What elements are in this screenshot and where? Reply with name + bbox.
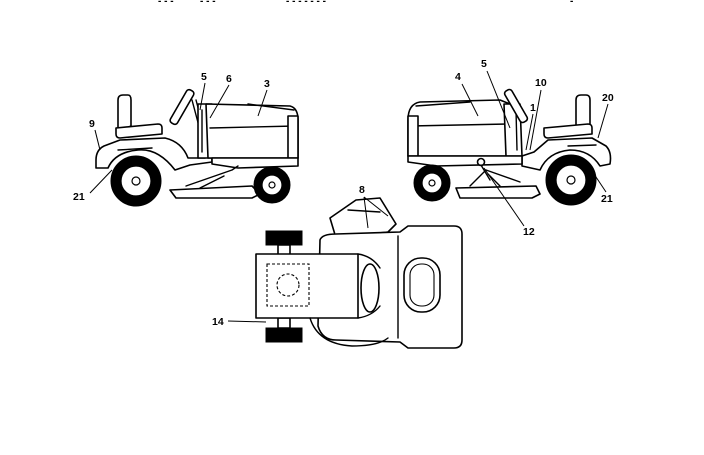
discharge-hose <box>309 317 389 347</box>
callout-10-leader <box>529 89 542 151</box>
dash-decal-line <box>515 109 518 151</box>
callout-6: 6 <box>226 73 232 85</box>
callout-21: 21 <box>601 193 613 205</box>
callout-21-leader <box>589 167 607 193</box>
rear-hub <box>131 176 141 186</box>
seat-cushion <box>543 123 593 139</box>
front-frame <box>407 155 523 167</box>
callout-1-leader <box>525 113 534 151</box>
callout-8: 8 <box>359 184 365 196</box>
deck-lift-linkage <box>185 165 239 189</box>
header-fragment-1: - - - <box>158 0 174 7</box>
header-fragment-4: - <box>570 0 573 7</box>
callout-4: 4 <box>455 71 461 83</box>
callout-20-leader <box>597 103 609 139</box>
seat-outline-dashed <box>266 263 310 307</box>
mower-deck <box>455 185 541 199</box>
callout-3: 3 <box>264 78 270 90</box>
grille <box>287 115 299 159</box>
callout-12-leader <box>483 167 525 227</box>
callout-3-leader <box>257 89 268 117</box>
grille <box>407 115 419 157</box>
rear-tire-top <box>265 230 303 246</box>
fender-stripe <box>117 147 153 151</box>
callout-14-leader <box>227 320 267 323</box>
front-tire-marks <box>410 225 452 349</box>
steering-wheel <box>169 88 195 126</box>
callout-1: 1 <box>530 102 536 114</box>
callout-5: 5 <box>201 71 207 83</box>
callout-14: 14 <box>212 316 224 328</box>
chute-line <box>347 209 381 213</box>
rear-hub <box>566 175 576 185</box>
mower-deck <box>169 185 261 199</box>
seat-cushion <box>115 123 163 139</box>
seat-back <box>117 94 132 133</box>
callout-21-leader <box>89 169 113 194</box>
seat-center-dashed <box>276 273 300 297</box>
header-fragment-3: - - - - - - - <box>286 0 326 7</box>
steering-wheel <box>503 88 529 124</box>
hood <box>407 99 513 157</box>
callout-21: 21 <box>73 191 85 203</box>
hood-top-line <box>415 101 471 107</box>
front-axle-inner <box>409 263 435 307</box>
seat-back <box>575 94 591 131</box>
header-fragment-2: - - - <box>200 0 216 7</box>
lift-lever <box>480 164 491 181</box>
front-frame <box>211 157 299 169</box>
hood <box>205 103 299 159</box>
hood-line <box>209 125 297 129</box>
callout-5-leader <box>199 82 206 111</box>
callout-5-leader <box>486 70 511 129</box>
header-fragments: - - - - - - - - - - - - - - <box>158 0 573 7</box>
fender-stripe <box>567 144 597 147</box>
callout-6-leader <box>209 84 230 119</box>
rear-tire-bottom <box>265 327 303 343</box>
callout-8-leader <box>363 196 389 229</box>
front-hub <box>268 181 276 189</box>
callout-10: 10 <box>535 77 547 89</box>
callout-5: 5 <box>481 58 487 70</box>
mower-side-view-left: 5 6 3 9 21 <box>73 71 299 207</box>
hood-line <box>409 123 509 127</box>
callout-9-leader <box>94 129 101 151</box>
front-axle-pod <box>403 257 441 313</box>
rear-fender <box>521 137 612 171</box>
hood-ellipse <box>360 263 380 313</box>
front-hub <box>428 179 436 187</box>
callout-4-leader <box>461 83 479 117</box>
mower-side-view-right: 4 5 10 1 20 21 12 <box>407 58 614 238</box>
callout-12: 12 <box>523 226 535 238</box>
hood-top-line <box>247 103 295 111</box>
callout-9: 9 <box>89 118 95 130</box>
callout-20: 20 <box>602 92 614 104</box>
mower-top-view: 8 14 <box>212 184 463 349</box>
rear-axle-bottom <box>277 317 291 329</box>
hood-sides <box>357 253 381 319</box>
